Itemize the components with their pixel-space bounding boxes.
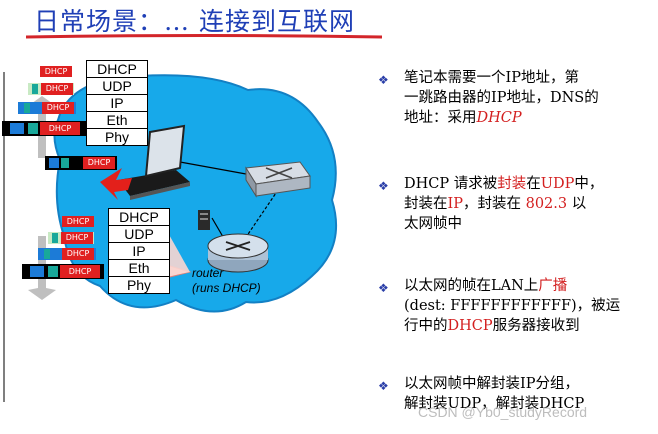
- packet-top-1: DHCP: [40, 66, 72, 77]
- bullet-segment: DHCP: [476, 110, 522, 126]
- bullet-segment: UDP: [540, 176, 575, 192]
- bullet-segment: 服务器接收到: [492, 318, 580, 334]
- bullet-segment: 以太网帧中解封装IP分组，: [404, 376, 579, 392]
- packet-bottom-1: DHCP: [62, 216, 94, 227]
- packet-top-2: DHCP: [28, 83, 74, 95]
- bullet-segment: DHCP 请求被: [404, 176, 498, 192]
- bullet-line: 一跳路由器的IP地址，DNS的: [404, 88, 654, 108]
- packet-bottom-4: DHCP: [22, 264, 104, 279]
- stack-layer: DHCP: [108, 208, 170, 226]
- bullet-segment: 一跳路由器的IP地址，DNS的: [404, 90, 599, 106]
- bullet-segment: ，封装在: [462, 196, 526, 212]
- packet-top-3: DHCP: [18, 102, 76, 114]
- packet-top-4: DHCP: [2, 121, 86, 136]
- bullet-segment: DHCP: [447, 318, 493, 334]
- bullet-segment: 封装在: [404, 196, 448, 212]
- diamond-bullet-icon: ❖: [378, 379, 389, 393]
- bullet-line: 地址：采用DHCP: [404, 108, 654, 128]
- switch-icon: [245, 161, 311, 198]
- bullet-segment: 地址：采用: [404, 110, 477, 126]
- bullet-segment: 802.3: [525, 196, 568, 212]
- stack-layer: IP: [86, 94, 148, 112]
- title-underline: [26, 34, 382, 39]
- packet-bottom-3: DHCP: [38, 248, 96, 260]
- bullet-segment: IP: [447, 196, 463, 212]
- bullet-line: 以太网帧中解封装IP分组，: [404, 374, 654, 394]
- watermark: CSDN @Yb0_studyRecord: [418, 404, 588, 420]
- router-label: router (runs DHCP): [192, 266, 261, 296]
- bullet-segment: 以太网的帧在LAN上: [404, 278, 539, 294]
- bullet-text: DHCP 请求被封装在UDP中，封装在IP，封装在 802.3 以太网帧中: [404, 174, 654, 234]
- bullet-segment: 解封装UDP，解封装DHCP: [404, 396, 585, 412]
- stack-layer: IP: [108, 242, 170, 260]
- bullet-segment: 广播: [538, 278, 568, 294]
- network-diagram: DHCP DHCP DHCP DHCP DHCP DHCP UDP IP Eth…: [0, 50, 360, 434]
- bullet-line: DHCP 请求被封装在UDP中，: [404, 174, 654, 194]
- diamond-bullet-icon: ❖: [378, 179, 389, 193]
- diamond-bullet-icon: ❖: [378, 281, 389, 295]
- bullet-line: 笔记本需要一个IP地址，第: [404, 68, 654, 88]
- bullet-segment: 中，: [574, 176, 604, 192]
- bullet-text: 以太网帧中解封装IP分组， 解封装UDP，解封装DHCP: [404, 374, 654, 414]
- bullet-segment: 行中的: [404, 318, 448, 334]
- bullet-line: 太网帧中: [404, 214, 654, 234]
- diamond-bullet-icon: ❖: [378, 73, 389, 87]
- router-label-line1: router: [192, 266, 224, 280]
- bullet-segment: 封装: [497, 176, 527, 192]
- stack-layer: Phy: [86, 128, 148, 146]
- bullet-segment: 太网帧中: [404, 216, 462, 232]
- bullet-segment: (dest: FFFFFFFFFFFF)，被运: [404, 298, 621, 314]
- stack-layer: DHCP: [86, 60, 148, 78]
- bullet-line: 封装在IP，封装在 802.3 以: [404, 194, 654, 214]
- bullet-text: 笔记本需要一个IP地址，第一跳路由器的IP地址，DNS的地址：采用DHCP: [404, 68, 654, 128]
- protocol-stack-router: DHCP UDP IP Eth Phy: [108, 208, 170, 294]
- router-icon: [207, 233, 269, 273]
- bullet-line: (dest: FFFFFFFFFFFF)，被运: [404, 296, 654, 316]
- red-arrow-laptop: [100, 168, 132, 200]
- bullet-segment: 笔记本需要一个IP地址，第: [404, 70, 579, 86]
- packet-laptop: DHCP: [45, 156, 117, 170]
- protocol-stack-laptop: DHCP UDP IP Eth Phy: [86, 60, 148, 146]
- stack-layer: UDP: [86, 77, 148, 95]
- stack-layer: Eth: [108, 259, 170, 277]
- laptop-icon: [118, 124, 190, 200]
- bullet-text: 以太网的帧在LAN上广播(dest: FFFFFFFFFFFF)，被运行中的DH…: [404, 276, 654, 336]
- slide-title: 日常场景：… 连接到互联网: [34, 7, 355, 36]
- bullet-segment: 在: [526, 176, 541, 192]
- stack-layer: Eth: [86, 111, 148, 129]
- left-rule: [3, 72, 5, 402]
- stack-layer: Phy: [108, 276, 170, 294]
- bullet-line: 解封装UDP，解封装DHCP: [404, 394, 654, 414]
- bullet-line: 行中的DHCP服务器接收到: [404, 316, 654, 336]
- router-label-line2: (runs DHCP): [192, 281, 261, 295]
- packet-bottom-2: DHCP: [48, 232, 94, 244]
- bullet-segment: 以: [567, 196, 587, 212]
- server-icon: [198, 210, 210, 230]
- stack-layer: UDP: [108, 225, 170, 243]
- bullet-line: 以太网的帧在LAN上广播: [404, 276, 654, 296]
